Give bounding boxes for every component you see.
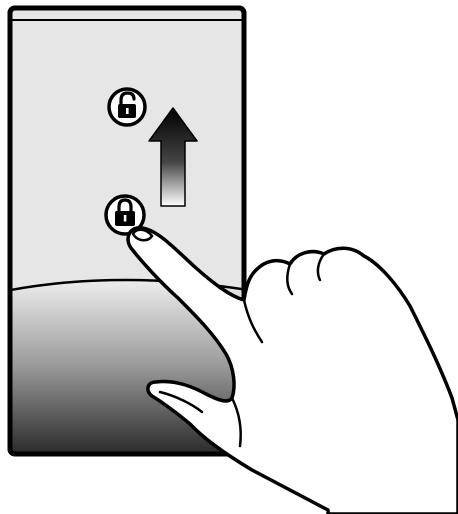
unlocked-padlock-icon — [109, 89, 145, 125]
